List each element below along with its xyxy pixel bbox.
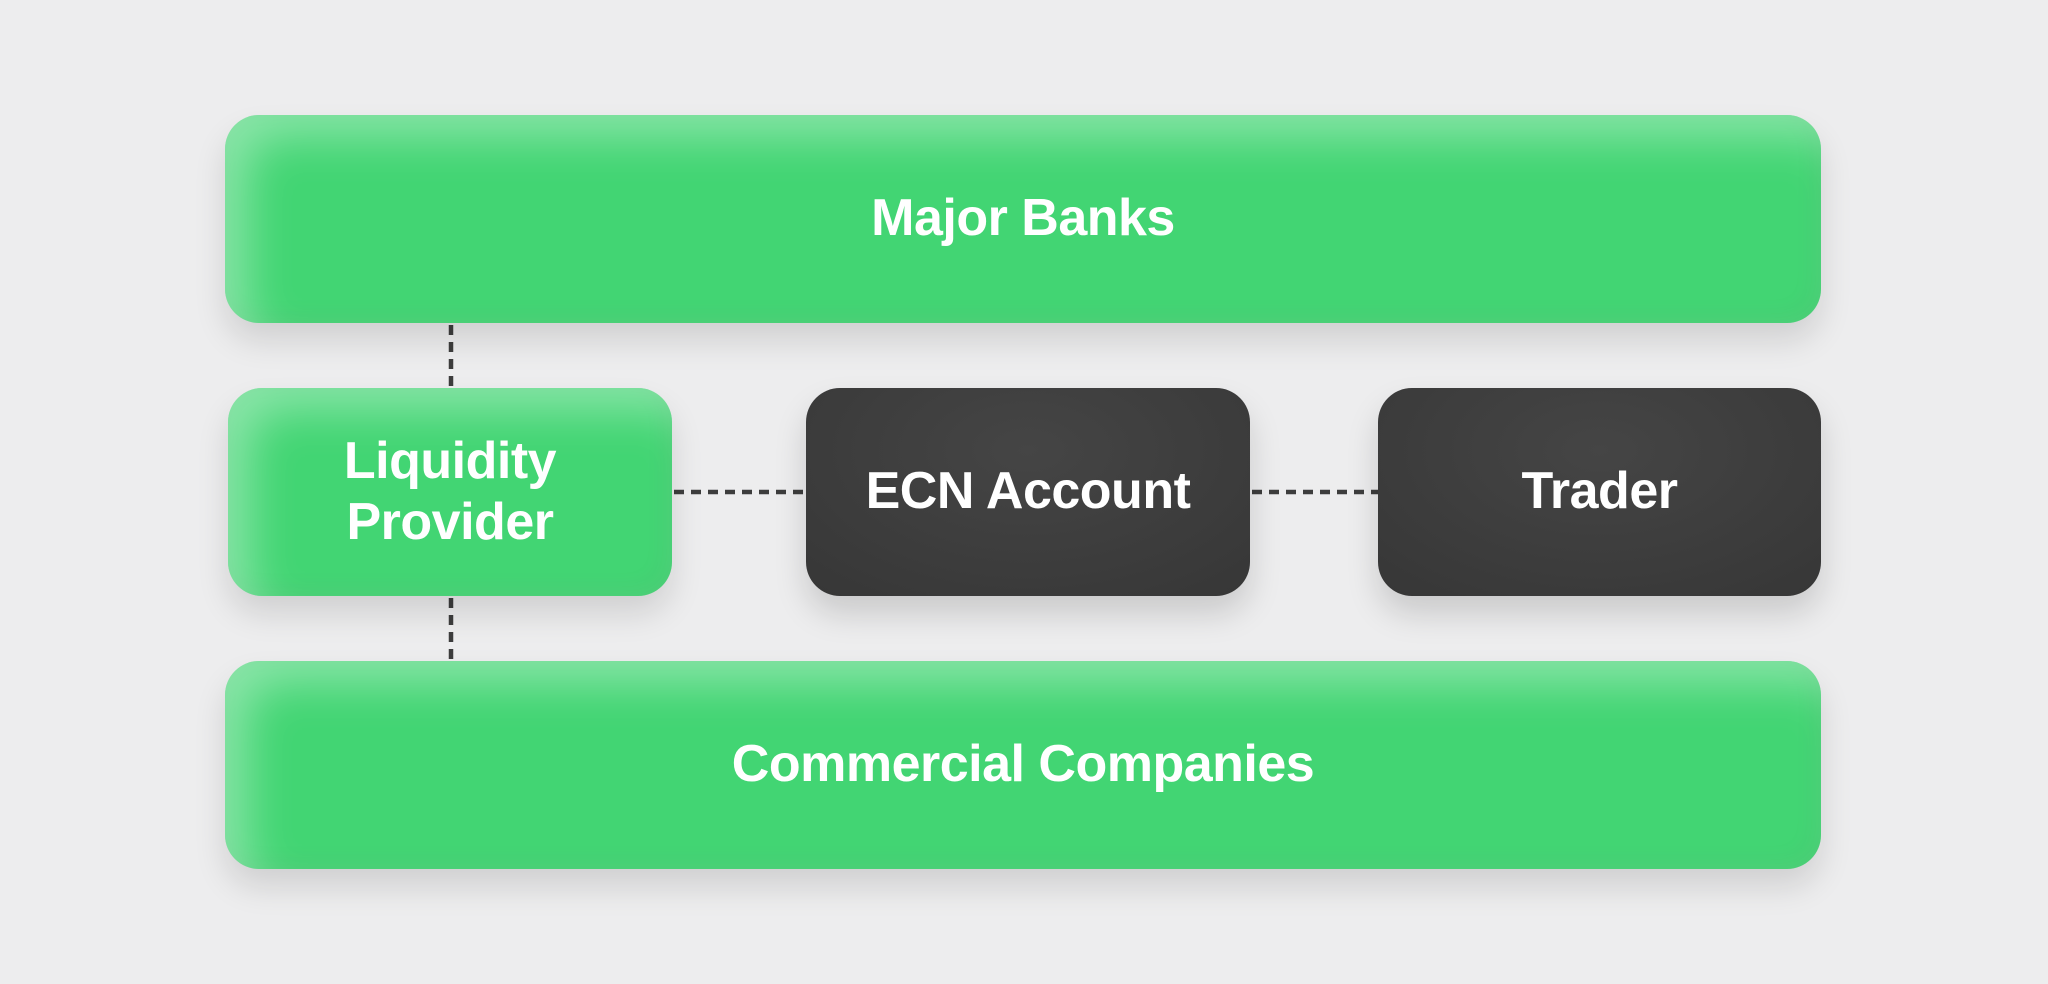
node-trader: Trader: [1378, 388, 1821, 596]
node-liquidity-provider: Liquidity Provider: [228, 388, 672, 596]
node-ecn-account-label: ECN Account: [865, 462, 1191, 521]
node-major-banks-label: Major Banks: [871, 189, 1175, 248]
node-ecn-account: ECN Account: [806, 388, 1250, 596]
node-commercial-companies-label: Commercial Companies: [731, 735, 1315, 794]
node-major-banks: Major Banks: [225, 115, 1821, 323]
node-commercial-companies: Commercial Companies: [225, 661, 1821, 869]
node-trader-label: Trader: [1521, 462, 1678, 521]
node-liquidity-provider-label: Liquidity Provider: [343, 431, 557, 551]
